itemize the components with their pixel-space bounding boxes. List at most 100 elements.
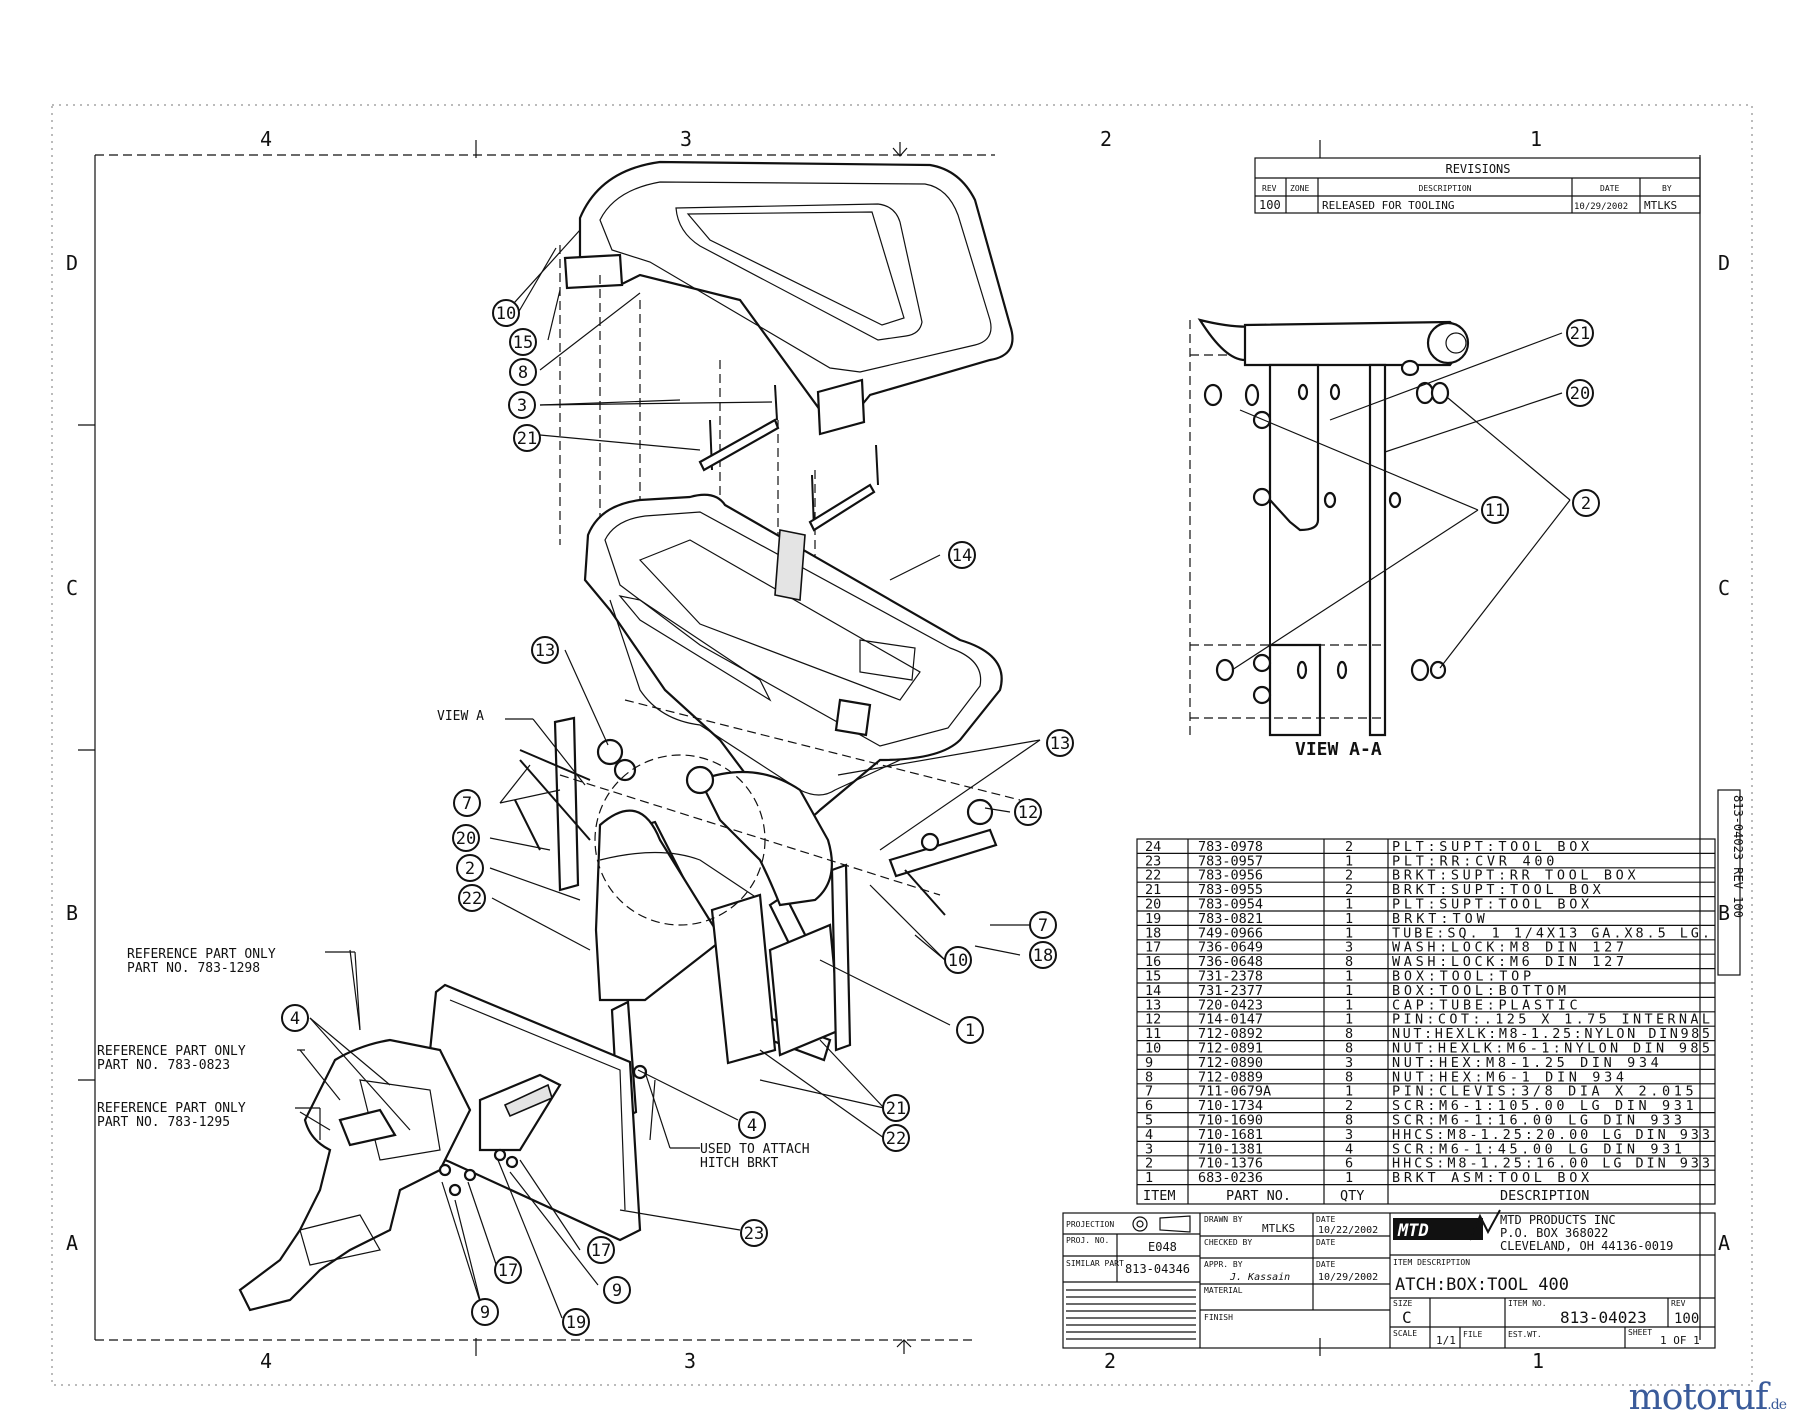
est-wt-label: EST.WT.	[1508, 1330, 1542, 1339]
view-callout-bubble-label: 20	[1570, 384, 1590, 404]
zone-bottom-3: 3	[684, 1349, 696, 1373]
bom-cell-qty: 3	[1345, 940, 1353, 956]
bom-cell-qty: 4	[1345, 1141, 1353, 1157]
callout-bubble-16: 1	[956, 1016, 984, 1044]
callout-bubble-label: 18	[1033, 946, 1053, 966]
zone-top-3: 3	[680, 127, 692, 151]
bom-cell-part: 710-1690	[1198, 1113, 1263, 1129]
bom-cell-qty: 1	[1345, 983, 1353, 999]
bom-cell-qty: 1	[1345, 911, 1353, 927]
callout-bubble-label: 22	[886, 1129, 906, 1149]
callout-bubble-19: 21	[882, 1094, 910, 1122]
bom-cell-part: 712-0889	[1198, 1069, 1263, 1085]
bom-cell-part: 731-2378	[1198, 969, 1263, 985]
bom-cell-item: 4	[1145, 1127, 1153, 1143]
material-label: MATERIAL	[1204, 1286, 1243, 1295]
bom-cell-qty: 3	[1345, 1055, 1353, 1071]
fine-print	[1066, 1289, 1196, 1340]
bom-cell-item: 11	[1145, 1026, 1161, 1042]
proj-no-value: E048	[1148, 1240, 1177, 1254]
lid-hardware	[559, 245, 879, 730]
callout-bubble-label: 7	[1038, 916, 1048, 936]
bom-cell-desc: NUT:HEX:M8-1.25 DIN 934	[1392, 1055, 1659, 1071]
callout-bubble-25: 9	[471, 1298, 499, 1326]
bom-cell-qty: 8	[1345, 1069, 1353, 1085]
bom-cell-part: 783-0821	[1198, 911, 1263, 927]
callout-bubble-17: 4	[281, 1004, 309, 1032]
side-tag: 813-04023 REV 100	[1717, 789, 1745, 976]
rev-header-zone: ZONE	[1290, 184, 1309, 193]
callout-bubble-4: 21	[513, 424, 541, 452]
watermark-suffix: .de	[1767, 1397, 1787, 1413]
projection-label: PROJECTION	[1066, 1220, 1114, 1229]
bom-header-desc: DESCRIPTION	[1500, 1188, 1589, 1204]
callout-bubble-18: 4	[738, 1111, 766, 1139]
bom-header: ITEM PART NO. QTY DESCRIPTION	[1143, 1188, 1589, 1204]
zone-left-b: B	[66, 901, 78, 925]
bom-cell-qty: 1	[1345, 997, 1353, 1013]
bom-cell-part: 783-0978	[1198, 839, 1263, 855]
side-tag-text: 813-04023 REV 100	[1731, 795, 1745, 918]
item-desc-value: ATCH:BOX:TOOL 400	[1395, 1275, 1569, 1295]
bom-cell-part: 710-1381	[1198, 1141, 1263, 1157]
company-line-1: MTD PRODUCTS INC	[1500, 1213, 1616, 1227]
callout-bubble-21: 23	[740, 1219, 768, 1247]
bom-cell-part: 683-0236	[1198, 1170, 1263, 1186]
revisions-title: REVISIONS	[1445, 162, 1510, 176]
zone-bottom-1: 1	[1532, 1349, 1544, 1373]
bom-cell-qty: 8	[1345, 954, 1353, 970]
callout-bubble-11: 2	[456, 854, 484, 882]
bom-cell-part: 783-0957	[1198, 853, 1263, 869]
view-a-a: VIEW A-A	[1189, 318, 1571, 760]
callout-bubble-label: 7	[462, 794, 472, 814]
bom-cell-qty: 2	[1345, 882, 1353, 898]
bom-cell-desc: BRKT ASM:TOOL BOX	[1392, 1170, 1589, 1186]
callout-bubble-label: 4	[290, 1009, 300, 1029]
note-used1: USED TO ATTACH	[700, 1142, 810, 1157]
bom-cell-part: 710-1681	[1198, 1127, 1263, 1143]
date-label-2: DATE	[1316, 1238, 1335, 1247]
rev-row-date: 10/29/2002	[1574, 202, 1628, 212]
date-value-2: 10/29/2002	[1318, 1272, 1378, 1283]
callout-leaders	[299, 229, 1041, 1319]
sheet-value: 1 OF 1	[1660, 1334, 1700, 1347]
bom-cell-item: 6	[1145, 1098, 1153, 1114]
bom-cell-qty: 1	[1345, 925, 1353, 941]
callout-bubble-label: 12	[1018, 803, 1038, 823]
bom-cell-item: 12	[1145, 1012, 1161, 1028]
bom-cell-part: 731-2377	[1198, 983, 1263, 999]
bom-cell-qty: 3	[1345, 1127, 1353, 1143]
outer-frame	[51, 104, 1753, 1386]
callout-bubble-label: 14	[952, 546, 972, 566]
watermark-brand: motoruf	[1628, 1377, 1769, 1418]
view-callout-bubble-3: 2	[1572, 489, 1600, 517]
zone-right-c: C	[1718, 576, 1730, 600]
bom-cell-part: 714-0147	[1198, 1012, 1263, 1028]
bom-cell-part: 783-0954	[1198, 897, 1263, 913]
bom-cell-desc: PLT:SUPT:TOOL BOX	[1392, 897, 1589, 913]
callout-bubble-20: 22	[882, 1124, 910, 1152]
callout-bubble-label: 19	[566, 1313, 586, 1333]
bom-cell-desc: PIN:CLEVIS:3/8 DIA X 2.015	[1392, 1084, 1694, 1100]
callout-bubble-label: 17	[591, 1241, 611, 1261]
callout-bubble-3: 3	[508, 391, 536, 419]
bom-cell-item: 3	[1145, 1141, 1153, 1157]
note-ref3-line1: REFERENCE PART ONLY	[97, 1101, 246, 1116]
mtd-logo: MTD	[1393, 1209, 1501, 1241]
note-ref2-line2: PART NO. 783-0823	[97, 1058, 230, 1073]
callout-bubble-label: 17	[498, 1261, 518, 1281]
callout-bubble-label: 2	[465, 859, 475, 879]
bom-cell-item: 7	[1145, 1084, 1153, 1100]
exploded-notes: VIEW A REFERENCE PART ONLY PART NO. 783-…	[97, 709, 810, 1171]
zone-top-4: 4	[260, 127, 272, 151]
note-ref1-line2: PART NO. 783-1298	[127, 961, 260, 976]
note-ref3-line2: PART NO. 783-1295	[97, 1115, 230, 1130]
view-a-bolts	[1203, 359, 1450, 705]
